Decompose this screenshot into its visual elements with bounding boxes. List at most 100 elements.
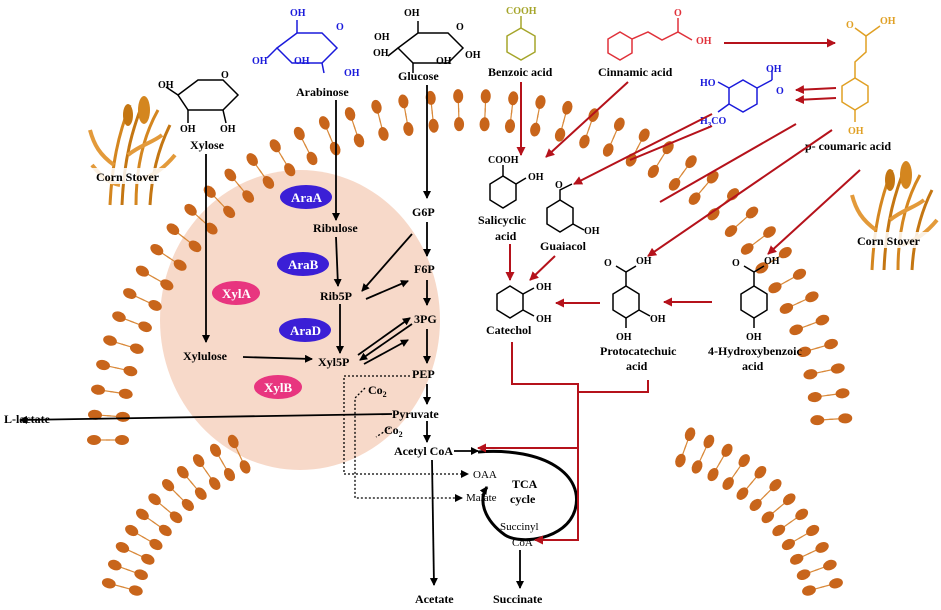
membrane-lipid-inner-head bbox=[602, 143, 614, 157]
membrane-lipid-inner-head bbox=[262, 176, 275, 189]
coumaric-o: O bbox=[846, 20, 854, 31]
membrane-lipid-inner-head bbox=[403, 122, 414, 136]
membrane-lipid-outer-head bbox=[685, 155, 697, 169]
membrane-lipid-outer-head bbox=[535, 95, 546, 110]
membrane-lipid-inner-head bbox=[530, 122, 541, 137]
tca-cycle-ring bbox=[477, 449, 578, 542]
membrane-lipid-inner-head bbox=[173, 259, 187, 271]
cinnamic-acid-structure-icon bbox=[607, 18, 693, 61]
membrane-lipid-inner-head bbox=[115, 411, 130, 422]
membrane-lipid-inner-head bbox=[378, 127, 389, 141]
cell-membrane-right-lower bbox=[675, 427, 843, 596]
membrane-lipid-inner-head bbox=[428, 118, 439, 133]
membrane-lipid-lr-outer-head bbox=[684, 427, 696, 442]
arabinose-label: Arabinose bbox=[296, 85, 349, 99]
dotted-shunt-arrows bbox=[343, 375, 469, 502]
co2-label-1: Co2 bbox=[368, 383, 387, 399]
membrane-lipid-ll-outer-head bbox=[125, 524, 139, 537]
xylose-oh-2: OH bbox=[180, 124, 196, 135]
membrane-lipid-lr-outer-head bbox=[703, 434, 715, 449]
xylose-oh-3: OH bbox=[220, 124, 236, 135]
membrane-lipid-ll-outer-head bbox=[108, 559, 122, 571]
membrane-lipid-ll-outer-head bbox=[227, 434, 239, 449]
malate-label: Malate bbox=[466, 492, 497, 504]
benzoic-acid-label: Benzoic acid bbox=[488, 65, 553, 79]
membrane-lipid-lr-outer-head bbox=[806, 524, 820, 537]
ferulic-ho: HO bbox=[700, 78, 716, 89]
membrane-lipid-lr-outer-head bbox=[829, 578, 843, 589]
f6p-label: F6P bbox=[414, 262, 435, 276]
membrane-lipid-outer-head bbox=[480, 89, 491, 104]
membrane-lipid-inner-head bbox=[797, 346, 812, 358]
membrane-lipid-ll-outer-head bbox=[148, 493, 161, 506]
corn-stover-left-icon bbox=[88, 96, 177, 206]
membrane-lipid-lr-outer-head bbox=[754, 465, 767, 479]
ferulic-o: O bbox=[776, 86, 784, 97]
membrane-lipid-outer-head bbox=[398, 94, 409, 109]
salicyclic-oh: OH bbox=[528, 172, 544, 183]
membrane-lipid-inner-head bbox=[789, 324, 803, 336]
enzyme-xylA-badge bbox=[212, 281, 260, 305]
membrane-lipid-ll-outer-head bbox=[176, 465, 189, 479]
membrane-lipid-lr-outer-head bbox=[783, 493, 796, 506]
membrane-lipid-outer-head bbox=[103, 335, 117, 346]
membrane-lipid-inner-head bbox=[118, 388, 133, 399]
corn-stover-right-icon bbox=[850, 161, 939, 271]
membrane-lipid-inner-head bbox=[647, 164, 660, 178]
benzoic-acid-structure-icon bbox=[506, 16, 536, 61]
salicyclic-acid-label-1: Salicyclic bbox=[478, 213, 527, 227]
membrane-lipid-ll-inner-head bbox=[223, 468, 236, 482]
xyl5p-label: Xyl5P bbox=[318, 355, 349, 369]
membrane-lipid-ll-inner-head bbox=[169, 511, 183, 524]
guaiacol-oh: OH bbox=[584, 226, 600, 237]
glucose-o: O bbox=[456, 22, 464, 33]
membrane-lipid-outer-head bbox=[371, 99, 382, 114]
ferulic-acid-structure-icon bbox=[717, 70, 773, 113]
membrane-lipid-lr-inner-head bbox=[772, 524, 786, 537]
glucose-label: Glucose bbox=[398, 69, 439, 83]
succinyl-coa-label-1: Succinyl bbox=[500, 521, 539, 533]
membrane-lipid-outer-head bbox=[727, 188, 740, 201]
membrane-lipid-outer-head bbox=[830, 363, 845, 374]
membrane-lipid-ll-inner-head bbox=[149, 538, 163, 551]
enzyme-araA-badge bbox=[280, 185, 332, 209]
membrane-lipid-inner-head bbox=[724, 225, 738, 237]
xylose-structure-icon bbox=[165, 79, 240, 124]
salicyclic-acid-structure-icon bbox=[489, 165, 527, 209]
membrane-lipid-inner-head bbox=[454, 117, 465, 132]
membrane-lipid-outer-head bbox=[135, 265, 149, 277]
membrane-lipid-outer-head bbox=[91, 384, 105, 395]
membrane-lipid-inner-head bbox=[807, 392, 822, 403]
catechol-structure-icon bbox=[496, 285, 535, 319]
membrane-lipid-ll-outer-head bbox=[115, 542, 130, 553]
protocatechuic-acid-structure-icon bbox=[612, 265, 651, 328]
acetate-label: Acetate bbox=[415, 592, 454, 606]
membrane-lipid-ll-outer-head bbox=[209, 443, 222, 457]
membrane-lipid-inner-head bbox=[129, 343, 144, 354]
membrane-lipid-lr-inner-head bbox=[707, 468, 719, 482]
membrane-lipid-ll-inner-head bbox=[158, 524, 172, 537]
coumaric-acid-structure-icon bbox=[841, 25, 881, 122]
membrane-lipid-inner-head bbox=[688, 192, 701, 205]
cinnamic-acid-label: Cinnamic acid bbox=[598, 65, 673, 79]
sugar-pathway-arrows bbox=[19, 85, 524, 589]
tca-label-1: TCA bbox=[512, 477, 538, 491]
salicyclic-cooh: COOH bbox=[488, 155, 519, 166]
membrane-lipid-inner-head bbox=[205, 222, 218, 235]
membrane-lipid-inner-head bbox=[188, 240, 202, 253]
hydroxybenzoic-o: O bbox=[732, 258, 740, 269]
corn-stover-right-label: Corn Stover bbox=[857, 234, 921, 248]
membrane-lipid-inner-head bbox=[160, 279, 174, 291]
rib5p-label: Rib5P bbox=[320, 289, 352, 303]
membrane-lipid-outer-head bbox=[184, 203, 197, 216]
enzyme-araB-label: AraB bbox=[288, 257, 319, 272]
glucose-oh-3: OH bbox=[373, 48, 389, 59]
pep-label: PEP bbox=[412, 367, 435, 381]
membrane-lipid-outer-head bbox=[453, 89, 464, 104]
membrane-lipid-lr-outer-head bbox=[738, 454, 750, 468]
membrane-lipid-inner-head bbox=[668, 177, 681, 191]
membrane-lipid-inner-head bbox=[306, 151, 318, 166]
enzyme-araA-label: AraA bbox=[291, 190, 323, 205]
membrane-lipid-inner-head bbox=[779, 303, 794, 314]
membrane-lipid-outer-head bbox=[246, 153, 258, 166]
